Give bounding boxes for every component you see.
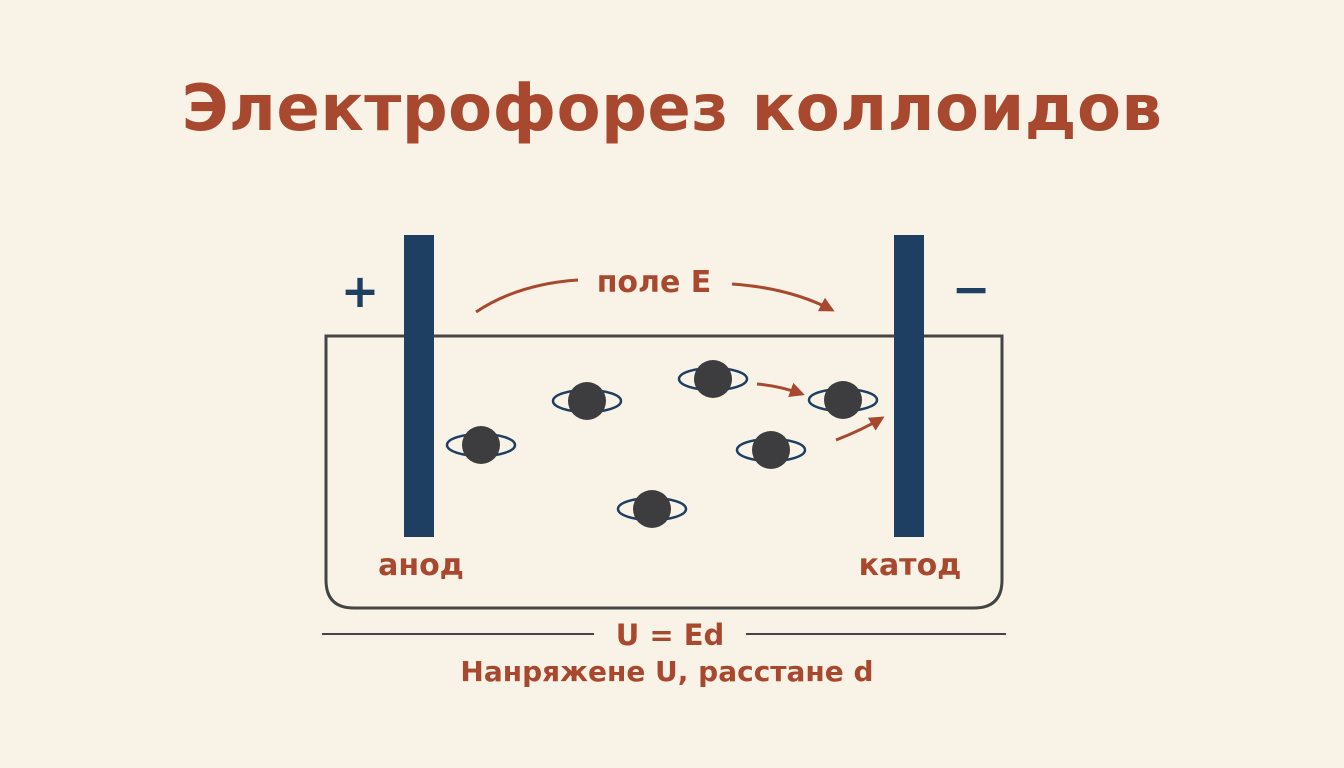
formula-text: U = Ed xyxy=(616,618,725,652)
colloid-particle xyxy=(807,381,879,419)
cathode-electrode xyxy=(894,235,924,537)
minus-sign: − xyxy=(952,262,991,316)
cathode-label: катод xyxy=(859,548,962,583)
field-label: поле E xyxy=(597,265,712,300)
diagram-title: Электрофорез коллоидов xyxy=(181,72,1163,146)
colloid-particle xyxy=(735,431,807,469)
colloid-particle xyxy=(677,360,749,398)
formula-caption: Нанряжене U, расстане d xyxy=(460,655,873,688)
anode-electrode xyxy=(404,235,434,537)
migration-arrow xyxy=(756,382,805,397)
anode-label: анод xyxy=(378,548,464,583)
migration-arrow xyxy=(835,416,885,442)
electrolyte-tank xyxy=(324,334,1004,610)
field-arc-left xyxy=(475,278,579,314)
plus-sign: + xyxy=(341,264,380,318)
colloid-particle xyxy=(616,490,688,528)
field-arc-right-arrow xyxy=(731,282,835,312)
colloid-particle xyxy=(445,426,517,464)
colloid-particle xyxy=(551,382,623,420)
